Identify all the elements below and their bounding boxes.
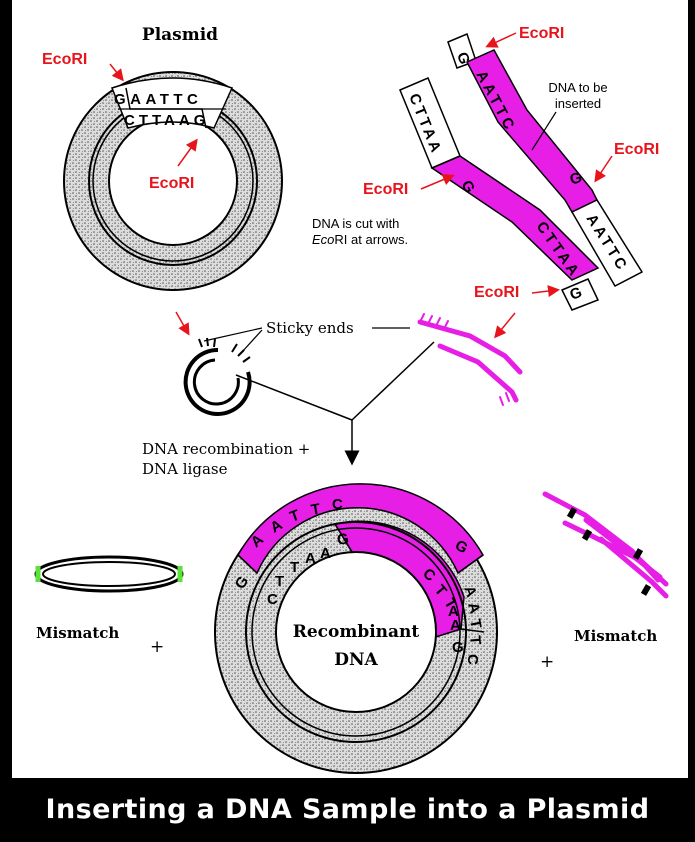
cut-insert-icon: [420, 314, 520, 405]
red-arrow-right: [496, 313, 515, 336]
recomb-left-t2: T: [290, 559, 299, 576]
sticky-ends-pointer-b: [242, 330, 262, 352]
mismatch-plasmid-icon: [36, 557, 182, 591]
red-arrow-left: [176, 312, 188, 333]
mismatch-label-left: Mismatch: [36, 624, 119, 642]
recomb-left-a1: A: [305, 550, 316, 567]
ecori-arrow-insert-top: [488, 33, 516, 46]
dna-to-be-inserted-label-1: DNA to be: [548, 80, 607, 95]
ecori-arrow-plasmid-top: [110, 64, 122, 79]
recomb-inner-a2: A: [450, 617, 461, 634]
sticky-ends-label: Sticky ends: [266, 319, 354, 337]
recomb-left-c: C: [267, 591, 278, 608]
mismatch-insert-icon: [545, 494, 666, 596]
dna-to-be-inserted-label-2: inserted: [555, 96, 601, 111]
cut-note-line-1: DNA is cut with: [312, 216, 399, 231]
insert-dna-fragment: G: [400, 34, 642, 310]
ecori-arrow-insert-left: [421, 176, 452, 189]
plasmid-bottom-strand: CTTAAG: [124, 112, 209, 129]
ecori-arrow-insert-right: [596, 156, 612, 180]
recomb-right-t2: T: [466, 635, 484, 646]
ecori-label-insert-right: EcoRI: [614, 141, 659, 158]
ecori-label-plasmid-top: EcoRI: [42, 51, 87, 68]
ecori-label-insert-left: EcoRI: [363, 181, 408, 198]
recombinant-label-1: Recombinant: [293, 622, 420, 642]
plasmid-top-strand: GAATTC: [114, 91, 202, 108]
mismatch-label-right: Mismatch: [574, 627, 657, 645]
recombination-label-1: DNA recombination +: [142, 440, 310, 458]
plasmid-label: Plasmid: [142, 25, 218, 45]
plus-left: +: [150, 637, 164, 657]
recombinant-label-2: DNA: [334, 650, 378, 670]
ecori-label-insert-bottom: EcoRI: [474, 284, 519, 301]
recomb-left-a2: A: [320, 545, 331, 562]
ecori-label-plasmid-inner: EcoRI: [149, 175, 194, 192]
ecori-arrow-insert-bottom: [532, 290, 557, 293]
ecori-label-insert-top: EcoRI: [519, 25, 564, 42]
plasmid-insertion-diagram: Plasmid GAATTC CTTAAG EcoRI EcoRI G CTTA…: [0, 0, 695, 778]
recomb-left-t1: T: [275, 573, 284, 590]
recomb-right-c: C: [464, 654, 481, 665]
plus-right: +: [540, 652, 554, 672]
recombination-label-2: DNA ligase: [142, 460, 228, 478]
figure-title: Inserting a DNA Sample into a Plasmid: [0, 782, 695, 842]
cut-note-line-2: EcoRI at arrows.: [312, 232, 408, 247]
recomb-outer-c: C: [332, 496, 343, 513]
recomb-right-g: G: [452, 639, 464, 656]
